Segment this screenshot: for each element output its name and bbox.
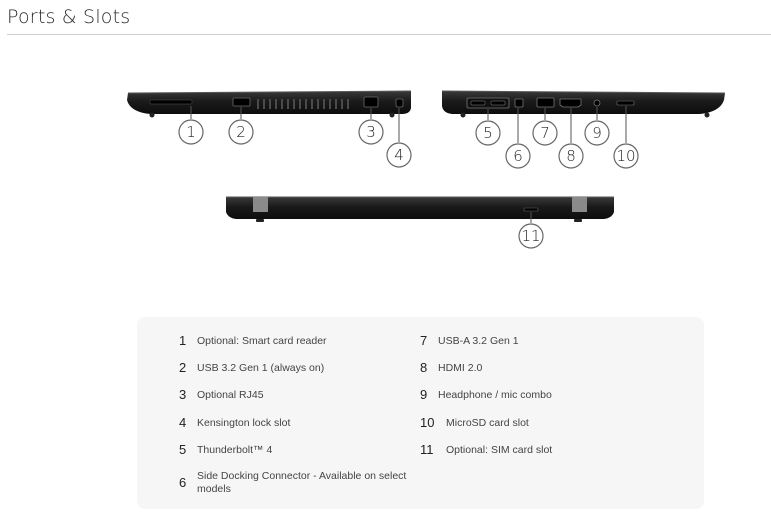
svg-text:4: 4 [394,146,404,164]
title-divider [7,34,771,35]
svg-text:10: 10 [616,147,635,165]
legend-number: 10 [420,415,435,430]
page-title: Ports & Slots [7,6,131,28]
thunderbolt-ports [466,97,510,109]
callout-5: 5 [475,120,501,146]
legend-number: 6 [179,475,187,490]
legend-item: 4 Kensington lock slot [179,416,290,430]
callout-3: 3 [358,119,384,145]
ports-legend: 1 Optional: Smart card reader 2 USB 3.2 … [137,317,704,509]
legend-number: 2 [179,360,187,375]
legend-label: USB 3.2 Gen 1 (always on) [197,362,325,374]
callout-7: 7 [532,120,558,146]
legend-item: 2 USB 3.2 Gen 1 (always on) [179,361,324,375]
kensington-slot [395,98,404,108]
legend-number: 1 [179,333,187,348]
legend-item: 5 Thunderbolt™ 4 [179,443,272,457]
legend-number: 8 [420,360,428,375]
legend-label: Kensington lock slot [197,417,291,429]
legend-item: 11 Optional: SIM card slot [420,443,552,457]
legend-item: 7 USB-A 3.2 Gen 1 [420,334,519,348]
legend-number: 9 [420,387,428,402]
rj45-port [363,96,379,108]
side-docking-connector [514,98,524,108]
legend-label: Headphone / mic combo [438,389,552,401]
hdmi-port [559,98,582,108]
sim-card-slot [523,207,539,212]
callout-8: 8 [558,143,584,169]
legend-label: USB-A 3.2 Gen 1 [438,335,519,347]
svg-text:11: 11 [521,227,540,245]
laptop-right-side-view [441,90,726,118]
legend-label: Optional RJ45 [197,389,264,401]
svg-text:5: 5 [483,124,493,142]
legend-item: 3 Optional RJ45 [179,388,264,402]
leader-lines [190,106,627,223]
callout-6: 6 [505,143,531,169]
legend-number: 3 [179,387,187,402]
legend-number: 4 [179,415,187,430]
legend-number: 7 [420,333,428,348]
legend-number: 5 [179,442,187,457]
legend-item: 1 Optional: Smart card reader [179,334,327,348]
svg-text:7: 7 [540,124,550,142]
legend-label: Optional: SIM card slot [446,444,553,456]
legend-item: 6 Side Docking Connector - Available on … [179,469,419,496]
usb-a-port [536,97,555,108]
legend-label: HDMI 2.0 [438,362,483,374]
callout-11: 11 [518,223,544,249]
callout-4: 4 [386,142,412,168]
legend-item: 10 MicroSD card slot [420,416,529,430]
legend-label: Thunderbolt™ 4 [197,444,273,456]
legend-number: 11 [420,442,434,457]
hinge-right [572,197,587,212]
svg-text:9: 9 [592,124,602,142]
callout-10: 10 [613,143,639,169]
hinge-left [253,197,268,212]
legend-item: 9 Headphone / mic combo [420,388,552,402]
callout-1: 1 [178,119,204,145]
legend-label: Side Docking Connector - Available on se… [197,470,407,495]
legend-label: Optional: Smart card reader [197,335,327,347]
smart-card-slot [149,99,193,105]
vent-grille [257,99,349,109]
svg-text:3: 3 [366,123,376,141]
headphone-jack [593,99,601,107]
legend-item: 8 HDMI 2.0 [420,361,482,375]
microsd-slot [616,100,635,106]
svg-text:1: 1 [186,123,196,141]
callout-2: 2 [228,119,254,145]
svg-text:6: 6 [513,147,523,165]
legend-label: MicroSD card slot [446,417,529,429]
usb-port-left [232,97,251,107]
svg-text:2: 2 [236,123,246,141]
ports-diagram: 1 2 3 4 5 6 7 8 9 10 11 [127,90,726,249]
svg-text:8: 8 [566,147,576,165]
laptop-left-side-view [127,90,412,118]
laptop-rear-view [226,196,614,222]
callout-9: 9 [584,120,610,146]
